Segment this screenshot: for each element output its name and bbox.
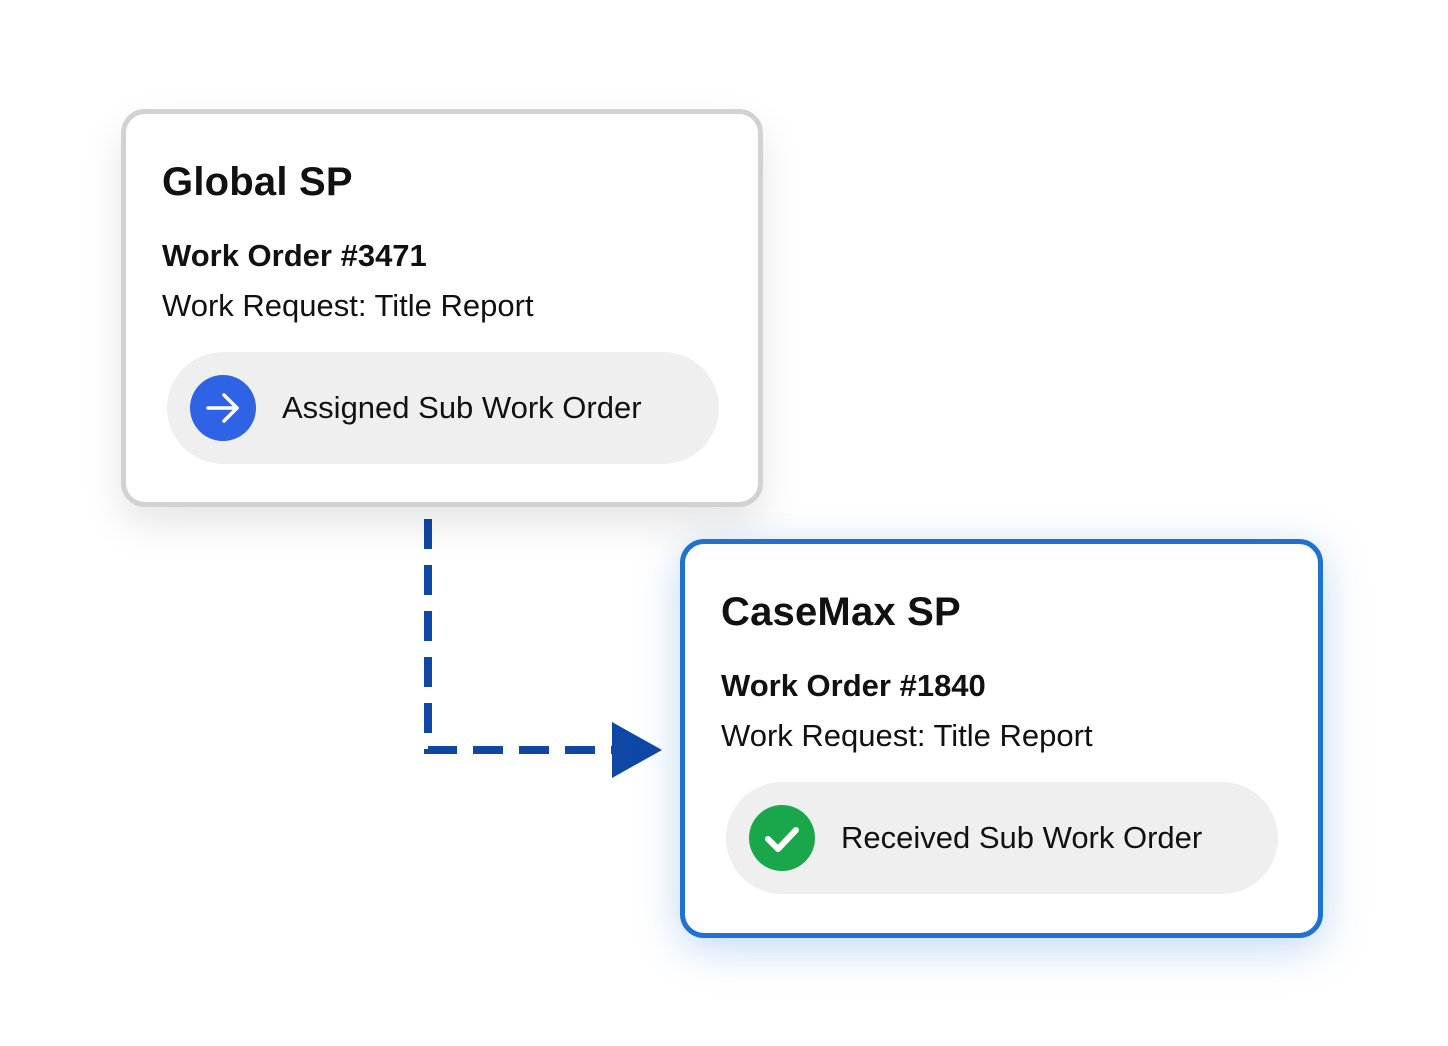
target-card: CaseMax SP Work Order #1840 Work Request… (680, 539, 1323, 938)
status-label: Received Sub Work Order (841, 820, 1203, 855)
connector-arrowhead (612, 722, 662, 778)
status-label: Assigned Sub Work Order (282, 390, 642, 425)
work-request: Work Request: Title Report (721, 718, 1093, 753)
arrow-right-icon (190, 375, 256, 441)
card-title: Global SP (162, 160, 353, 204)
checkmark-icon (749, 805, 815, 871)
work-request: Work Request: Title Report (162, 288, 534, 323)
status-pill-received[interactable]: Received Sub Work Order (726, 782, 1278, 894)
dashed-connector-line (424, 519, 612, 754)
status-pill-assigned[interactable]: Assigned Sub Work Order (167, 352, 719, 464)
source-card: Global SP Work Order #3471 Work Request:… (121, 109, 763, 507)
work-order-number: Work Order #3471 (162, 238, 427, 273)
card-title: CaseMax SP (721, 590, 961, 634)
work-order-number: Work Order #1840 (721, 668, 986, 703)
